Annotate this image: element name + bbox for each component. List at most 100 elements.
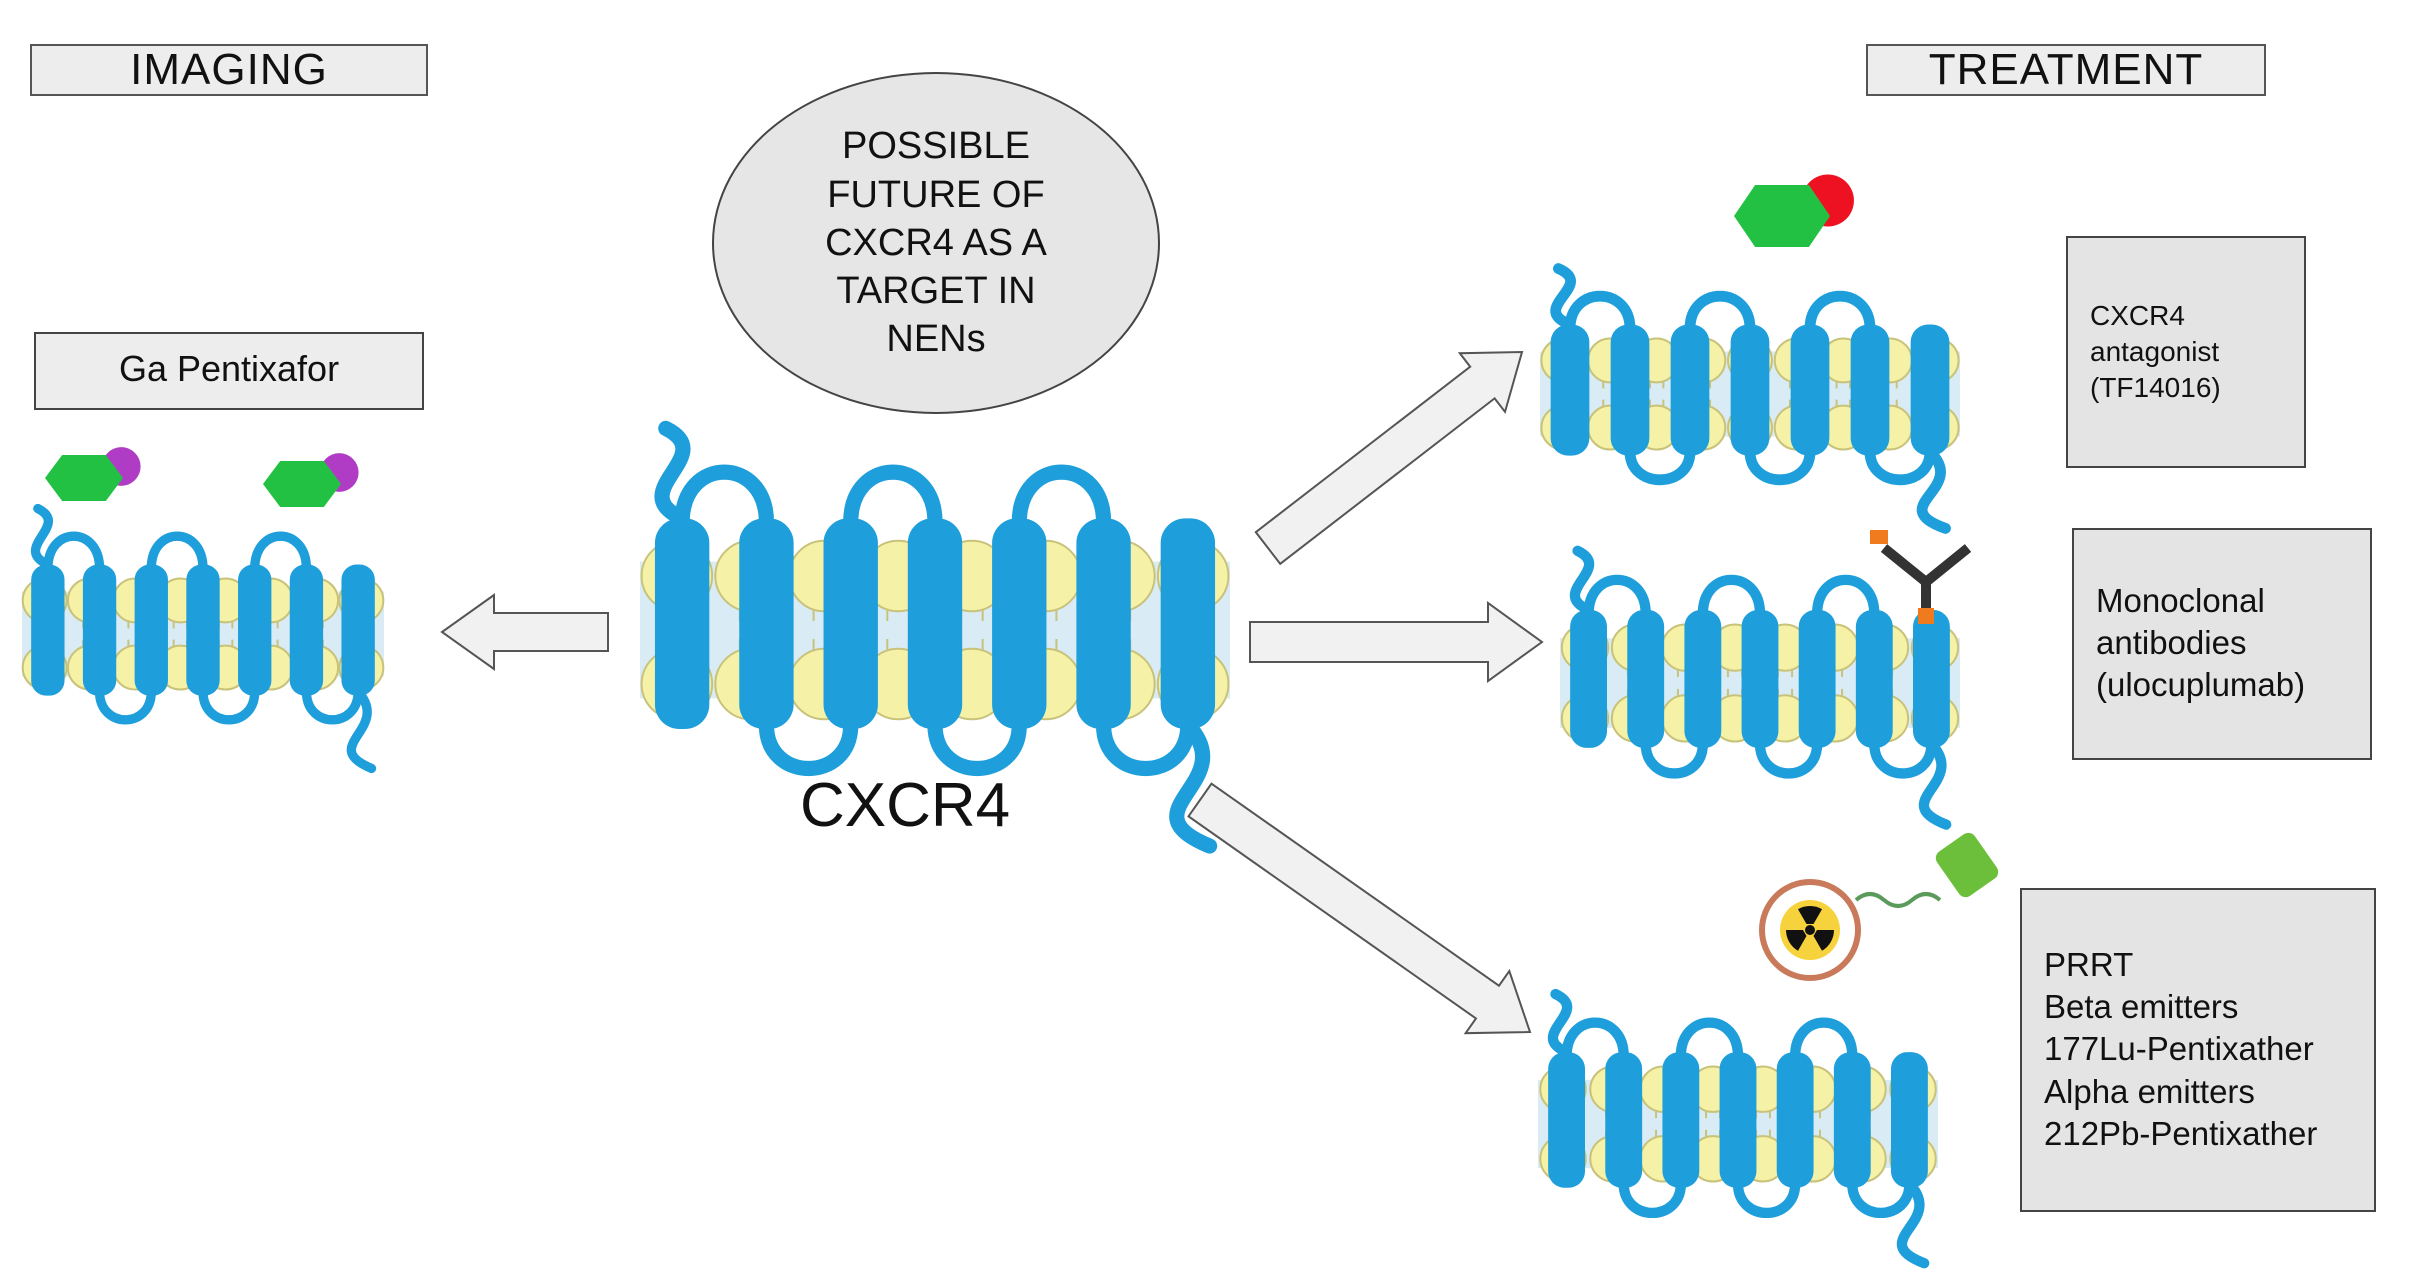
receptor-intracellular-loop [1754, 743, 1823, 779]
antibodies-line-3: (ulocuplumab) [2096, 666, 2306, 704]
ligands [45, 174, 1999, 981]
receptor-n-terminus [654, 420, 691, 527]
radionuclide [1759, 832, 1999, 981]
receptor-extracellular-loop [146, 531, 208, 569]
receptor-intracellular-loop [1618, 1183, 1687, 1219]
imaging-header-text: IMAGING [130, 45, 328, 94]
receptor-extracellular-loop [1675, 1017, 1744, 1057]
antagonist-membrane [1540, 263, 1960, 534]
receptor-n-terminus [1569, 545, 1595, 616]
receptor-intracellular-loop [1864, 450, 1936, 486]
ligand-peptide [263, 461, 341, 507]
receptor-intracellular-loop [1869, 743, 1937, 779]
receptor-intracellular-loop [1847, 1183, 1915, 1219]
receptor-helix [1730, 324, 1770, 456]
membranes [21, 263, 1960, 1269]
ga-pentixafor-ligand [45, 447, 141, 501]
receptor-helix [1855, 609, 1893, 748]
receptor-extracellular-loop [1684, 290, 1756, 330]
treatment-header-text: TREATMENT [1928, 45, 2204, 94]
receptor-extracellular-loop [843, 464, 943, 523]
receptor-helix [1548, 1052, 1586, 1188]
receptor-intracellular-loop [758, 724, 859, 776]
receptor-intracellular-loop [301, 691, 363, 725]
arrows [440, 350, 1544, 1035]
imaging-agent-label: Ga Pentixafor [118, 348, 340, 389]
receptor-extracellular-loop [1583, 574, 1651, 615]
receptor-helix [1719, 1052, 1757, 1188]
receptor-helix [1798, 609, 1836, 748]
receptor-intracellular-loop [1624, 450, 1696, 486]
receptor-c-terminus [1896, 1178, 1930, 1269]
antibody-arm [1880, 544, 1930, 586]
receptor-intracellular-loop [1744, 450, 1816, 486]
receptor-helix [1684, 609, 1722, 748]
receptor-helix [1076, 518, 1131, 729]
prrt-line-4: Alpha emitters [2044, 1072, 2255, 1110]
receptor-helix [1790, 324, 1830, 456]
receptor-extracellular-loop [1789, 1017, 1858, 1057]
receptor-intracellular-loop [1732, 1183, 1801, 1219]
antibodies-line-1: Monoclonal [2096, 582, 2265, 619]
receptor-helix [1741, 609, 1779, 748]
receptor-helix [907, 518, 963, 729]
receptor-helix [1160, 518, 1216, 729]
ligand-peptide [1734, 185, 1830, 247]
radiation-symbol-center [1805, 925, 1815, 935]
receptor-c-terminus [1169, 717, 1218, 854]
receptor-helix [1776, 1052, 1814, 1188]
receptor-helix [341, 564, 375, 696]
receptor-helix [186, 564, 220, 696]
antibody-arm [1922, 544, 1972, 586]
receptor-helix [1850, 324, 1890, 456]
receptor-helix [1890, 1052, 1928, 1188]
receptor-intracellular-loop [1095, 724, 1196, 776]
receptor-helix [1610, 324, 1650, 456]
imaging-membrane [21, 503, 385, 774]
receptor-helix [1910, 324, 1950, 456]
imaging-header: IMAGING [30, 44, 428, 96]
central-membrane [640, 420, 1230, 854]
receptor-extracellular-loop [1804, 290, 1876, 330]
ligand-peptide [45, 455, 123, 501]
receptor-extracellular-loop [1011, 464, 1112, 523]
receptor-helix [31, 564, 65, 696]
antibodies-membrane [1560, 545, 1960, 830]
prrt-line-5: 212Pb-Pentixather [2044, 1114, 2318, 1152]
receptor-helix [1833, 1052, 1871, 1188]
receptor-n-terminus [1547, 988, 1573, 1058]
receptor-helix [1570, 609, 1608, 748]
radiation-wave [1854, 892, 1942, 908]
receptor-c-terminus [1916, 446, 1951, 534]
receptor-intracellular-loop [927, 724, 1027, 776]
receptor-extracellular-loop [43, 531, 105, 569]
arrow-to-prrt [1187, 782, 1532, 1035]
receptor-extracellular-loop [1564, 290, 1636, 330]
imaging-agent-box: Ga Pentixafor [34, 332, 424, 410]
antagonist-line-3: (TF14016) [2090, 371, 2221, 403]
receptor-intracellular-loop [94, 691, 156, 725]
receptor-n-terminus [30, 503, 53, 570]
receptor-helix [134, 564, 168, 696]
receptor-helix [739, 518, 794, 729]
antibodies-line-2: antibodies [2096, 624, 2247, 662]
antagonist-box: CXCR4 antagonist (TF14016) [2066, 236, 2306, 468]
receptor-n-terminus [1550, 263, 1576, 330]
antibody-tip [1918, 608, 1934, 624]
receptor-c-terminus [346, 686, 377, 774]
prrt-box: PRRT Beta emitters 177Lu-Pentixather Alp… [2020, 888, 2376, 1212]
arrow-to-imaging [440, 593, 609, 671]
receptor-helix [1605, 1052, 1643, 1188]
monoclonal-antibody [1870, 530, 1972, 624]
receptor-helix [654, 518, 710, 729]
receptor-helix [823, 518, 878, 729]
receptor-helix [1662, 1052, 1700, 1188]
antibody-tip [1870, 530, 1888, 544]
future-target-oval: POSSIBLE FUTURE OF CXCR4 AS A TARGET IN … [712, 72, 1160, 414]
receptor-c-terminus [1918, 738, 1952, 830]
targeting-peptide [1935, 832, 1999, 898]
receptor-helix [1627, 609, 1665, 748]
receptor-extracellular-loop [250, 531, 312, 569]
receptor-extracellular-loop [1811, 574, 1880, 615]
